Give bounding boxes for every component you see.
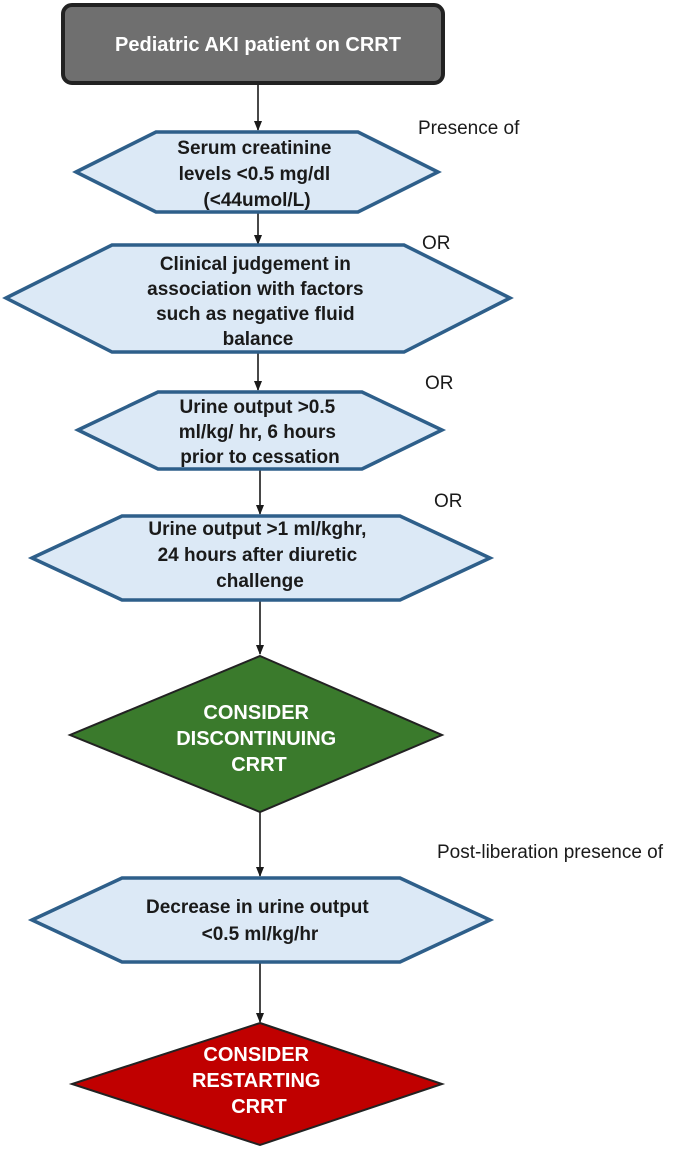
criterion-1-hexagon bbox=[72, 130, 442, 214]
side-label-or-3: OR bbox=[434, 491, 463, 512]
criterion-1-label: Serum creatinine levels <0.5 mg/dl (<44u… bbox=[177, 138, 336, 211]
post-liberation-node: Decrease in urine output <0.5 ml/kg/hr bbox=[27, 876, 495, 964]
decision-discontinue-crrt: CONSIDER DISCONTINUING CRRT bbox=[67, 654, 445, 814]
side-label-or-1: OR bbox=[422, 233, 451, 254]
start-node-box bbox=[61, 3, 445, 85]
criterion-3-label: Urine output >0.5 ml/kg/ hr, 6 hours pri… bbox=[179, 397, 342, 468]
connectors bbox=[254, 84, 264, 1023]
side-label-presence-of: Presence of bbox=[418, 118, 520, 139]
criterion-2-label: Clinical judgement in association with f… bbox=[147, 254, 369, 350]
side-label-or-2: OR bbox=[425, 373, 454, 394]
restart-label: CONSIDER RESTARTING CRRT bbox=[192, 1044, 326, 1118]
criterion-node-clinical-judgement: Clinical judgement in association with f… bbox=[2, 243, 514, 354]
post-liberation-label: Decrease in urine output <0.5 ml/kg/hr bbox=[146, 897, 374, 945]
criterion-4-label: Urine output >1 ml/kghr, 24 hours after … bbox=[148, 519, 371, 592]
start-node: Pediatric AKI patient on CRRT bbox=[61, 3, 445, 85]
criterion-2-hexagon bbox=[2, 243, 514, 354]
side-label-post-liberation: Post-liberation presence of bbox=[437, 842, 664, 863]
restart-diamond bbox=[68, 1021, 446, 1147]
criterion-node-creatinine: Serum creatinine levels <0.5 mg/dl (<44u… bbox=[72, 130, 442, 214]
start-node-label: Pediatric AKI patient on CRRT bbox=[115, 34, 401, 56]
criterion-4-hexagon bbox=[27, 514, 495, 602]
discontinue-diamond bbox=[67, 654, 445, 814]
post-liberation-hexagon bbox=[27, 876, 495, 964]
criterion-node-diuretic-challenge: Urine output >1 ml/kghr, 24 hours after … bbox=[27, 514, 495, 602]
criterion-node-urine-output-cessation: Urine output >0.5 ml/kg/ hr, 6 hours pri… bbox=[73, 390, 447, 471]
criterion-3-hexagon bbox=[73, 390, 447, 471]
discontinue-label: CONSIDER DISCONTINUING CRRT bbox=[176, 702, 342, 776]
decision-restart-crrt: CONSIDER RESTARTING CRRT bbox=[68, 1021, 446, 1147]
